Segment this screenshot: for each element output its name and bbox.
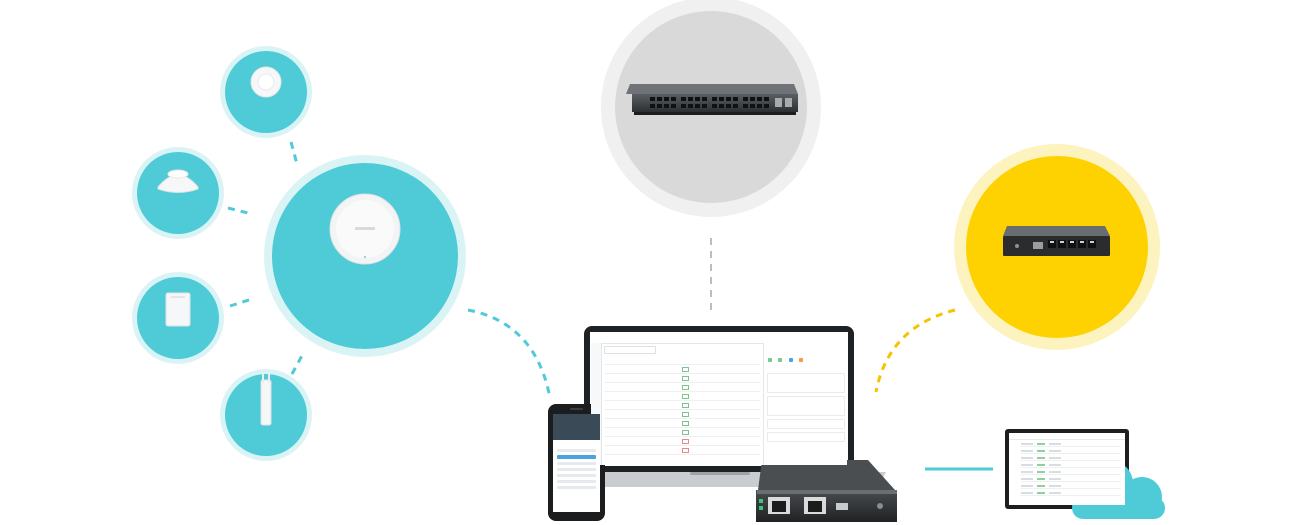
status-badge bbox=[682, 366, 689, 372]
status-dot bbox=[788, 358, 793, 362]
detail-card bbox=[767, 419, 845, 429]
device-detail-panel bbox=[763, 343, 847, 465]
table-row bbox=[1021, 449, 1121, 454]
table-row bbox=[604, 401, 760, 410]
table-row bbox=[604, 392, 760, 401]
main-ap-circle bbox=[264, 155, 466, 357]
status-dot bbox=[778, 358, 783, 362]
ceiling-access-point-icon bbox=[250, 66, 282, 98]
table-row bbox=[1021, 484, 1121, 489]
monitor-topbar bbox=[1009, 433, 1125, 440]
wall-plate-access-point-icon bbox=[165, 292, 191, 327]
table-row bbox=[1021, 456, 1121, 461]
table-row bbox=[1021, 442, 1121, 447]
table-header bbox=[604, 356, 760, 365]
table-row bbox=[604, 410, 760, 419]
table-row bbox=[1021, 477, 1121, 482]
status-badge bbox=[682, 420, 689, 426]
connector-ap1 bbox=[289, 141, 299, 165]
switch-circle bbox=[601, 0, 821, 217]
status-dot bbox=[768, 358, 772, 362]
table-row bbox=[604, 365, 760, 374]
phone-header bbox=[553, 414, 600, 440]
laptop-screen bbox=[591, 333, 847, 465]
hardware-controller-icon bbox=[756, 460, 897, 522]
connector-main-ap-to-laptop bbox=[467, 308, 552, 399]
status-badge bbox=[682, 447, 689, 453]
rack-switch-icon bbox=[626, 84, 798, 115]
detail-card bbox=[767, 373, 845, 393]
table-row bbox=[604, 374, 760, 383]
phone-list-line bbox=[557, 462, 596, 465]
screen-topbar bbox=[591, 333, 847, 344]
detail-card bbox=[767, 432, 845, 442]
ceiling-access-point-icon bbox=[329, 193, 401, 265]
status-badge bbox=[682, 438, 689, 444]
router-icon bbox=[1003, 226, 1110, 256]
search-input bbox=[604, 346, 656, 354]
table-row bbox=[604, 437, 760, 446]
detail-card bbox=[767, 396, 845, 416]
ap-circle-3 bbox=[132, 272, 224, 364]
connector-lines bbox=[227, 141, 956, 399]
ceiling-access-point-large-icon bbox=[157, 169, 199, 193]
ap-circle-1 bbox=[220, 46, 312, 138]
table-row bbox=[604, 419, 760, 428]
connector-ap2 bbox=[227, 206, 253, 216]
table-row bbox=[1021, 491, 1121, 496]
ap-circle-4 bbox=[220, 369, 312, 461]
table-row bbox=[1021, 470, 1121, 475]
status-badge bbox=[682, 429, 689, 435]
status-badge bbox=[682, 393, 689, 399]
phone-list-line bbox=[557, 468, 596, 471]
monitor-screen bbox=[1009, 433, 1125, 505]
phone-list-line bbox=[557, 474, 596, 477]
outdoor-access-point-icon bbox=[260, 374, 272, 426]
table-row bbox=[604, 446, 760, 455]
phone-list-line bbox=[557, 480, 596, 483]
connector-router bbox=[874, 308, 956, 393]
table-row bbox=[604, 383, 760, 392]
status-badge bbox=[682, 384, 689, 390]
router-circle bbox=[954, 144, 1160, 350]
phone-progress-bar bbox=[557, 455, 596, 459]
screen-sidebar bbox=[591, 343, 602, 465]
ap-circle-2 bbox=[132, 147, 224, 239]
phone-list-line bbox=[557, 449, 596, 452]
status-dot bbox=[799, 358, 804, 362]
device-table bbox=[604, 346, 760, 455]
status-badge bbox=[682, 411, 689, 417]
phone-list-line bbox=[557, 486, 596, 489]
connector-ap4 bbox=[290, 351, 306, 375]
table-row bbox=[1021, 463, 1121, 468]
table-row bbox=[604, 428, 760, 437]
phone-screen bbox=[553, 414, 600, 512]
status-badge bbox=[682, 375, 689, 381]
connector-ap3 bbox=[229, 297, 253, 308]
phone-tabs bbox=[553, 440, 600, 446]
status-badge bbox=[682, 402, 689, 408]
